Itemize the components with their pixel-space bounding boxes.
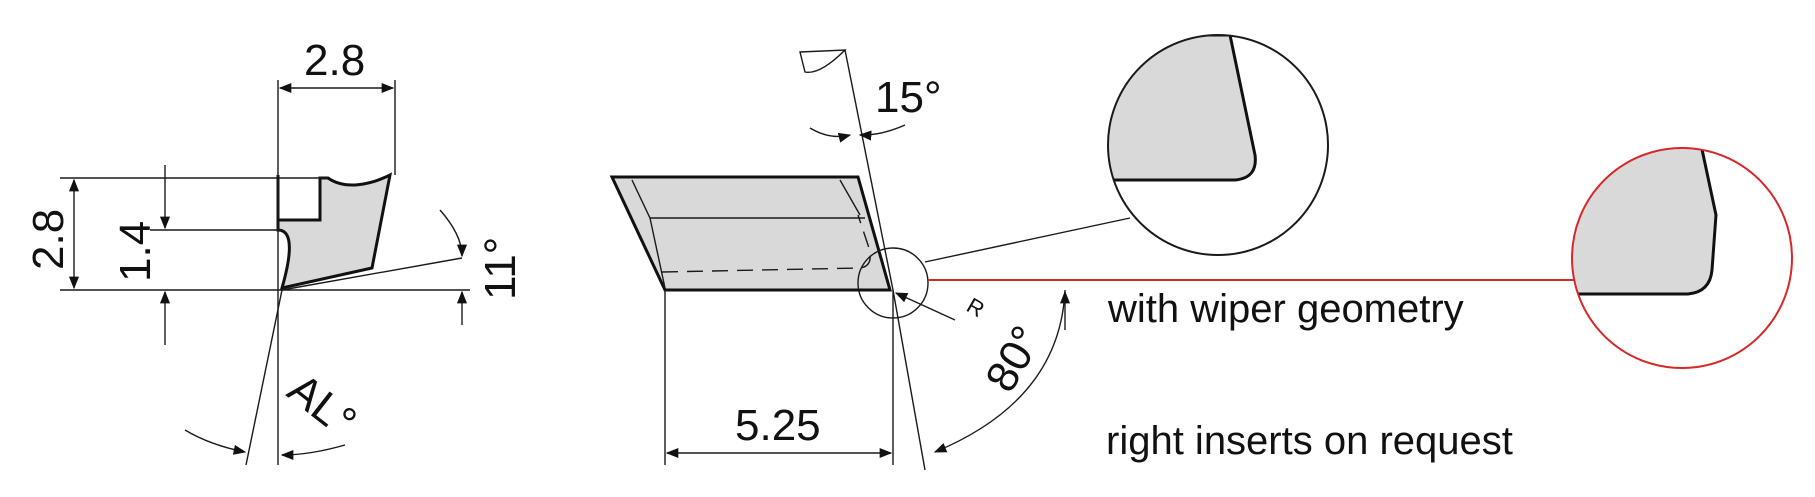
left-insert-profile: [276, 172, 393, 291]
approach-angle-label: AL°: [279, 364, 365, 447]
left-height-label: 2.8: [24, 209, 73, 270]
right-inserts-note: right inserts on request: [1106, 419, 1513, 463]
left-half-height-label: 1.4: [111, 221, 160, 282]
corner-radius-label: R: [963, 293, 989, 323]
wiper-geometry-note: with wiper geometry: [1107, 287, 1464, 331]
clearance-angle-label: 11°: [476, 237, 525, 300]
left-width-label: 2.8: [304, 36, 365, 85]
insert-angle-label: 80°: [976, 318, 1052, 400]
wiper-corner-detail: [1571, 147, 1793, 369]
rake-angle-label: 15°: [875, 73, 942, 122]
standard-corner-detail: [1107, 34, 1329, 256]
corner-detail-circle: [857, 247, 929, 319]
length-label: 5.25: [735, 401, 821, 450]
middle-top-view: 15° 5.25 R 80°: [609, 49, 1575, 471]
middle-insert-body: [609, 175, 892, 292]
left-section-view: 2.8 2.8 1.4 11° AL°: [24, 36, 525, 466]
